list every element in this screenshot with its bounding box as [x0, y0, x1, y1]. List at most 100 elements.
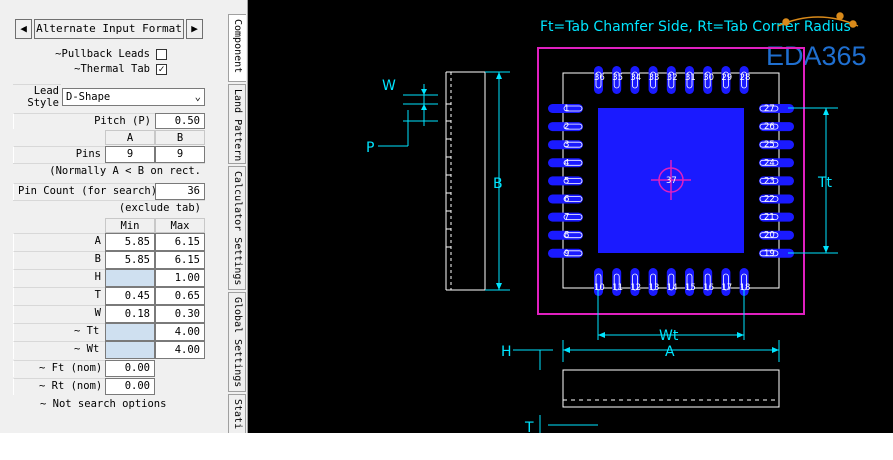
lead-outline [704, 273, 711, 291]
pin-number-label: 8 [564, 231, 569, 241]
pin-count-label: Pin Count (for search) [13, 183, 155, 200]
dim-max-input[interactable]: 1.00 [155, 269, 205, 287]
pin-number-label: 4 [564, 158, 569, 168]
pin-number-label: 27 [764, 104, 775, 114]
dim-max-input[interactable]: 6.15 [155, 233, 205, 251]
ft-label: ~ Ft (nom) [13, 360, 105, 377]
dim-min-input[interactable]: 5.85 [105, 233, 155, 251]
lead-outline [563, 214, 583, 221]
courtyard-outline [537, 47, 805, 315]
lead-outline [563, 196, 583, 202]
lead-outline [563, 177, 583, 184]
dim-min-input[interactable] [105, 341, 155, 359]
lead-outline [759, 159, 779, 166]
lead-outline [759, 105, 779, 112]
pin-number-label: 10 [594, 283, 605, 293]
dim-label-h: H [501, 344, 512, 360]
dim-label: A [13, 233, 105, 251]
dim-label: T [13, 287, 105, 305]
rect-note: (Normally A < B on rect. [13, 163, 205, 179]
lead-outline [722, 273, 729, 291]
pin-number-label: 14 [667, 283, 678, 293]
pitch-input[interactable]: 0.50 [155, 113, 205, 129]
dim-min-input[interactable]: 0.45 [105, 287, 155, 305]
pins-b-input[interactable]: 9 [155, 146, 205, 163]
pitch-label: Pitch (P) [13, 113, 155, 129]
dim-min-input[interactable]: 5.85 [105, 251, 155, 269]
tab-calculator-settings[interactable]: Calculator Settings [228, 166, 246, 290]
lead-outline [563, 159, 583, 166]
lead-outline [759, 196, 779, 202]
lead-outline [759, 214, 779, 221]
chamfer-note: Ft=Tab Chamfer Side, Rt=Tab Corner Radiu… [540, 19, 851, 35]
pins-a-input[interactable]: 9 [105, 146, 155, 163]
tab-component[interactable]: Component [228, 14, 246, 82]
lead-outline [668, 273, 675, 291]
pin-count-input[interactable]: 36 [155, 183, 205, 200]
dim-label: B [13, 251, 105, 269]
lead-outline [563, 105, 583, 112]
dim-min-input[interactable] [105, 323, 155, 341]
thermal-tab-label: ~Thermal Tab [74, 63, 150, 75]
side-view-lead-ticks [446, 103, 451, 248]
properties-panel: ◀ Alternate Input Format ▶ ~Pullback Lea… [0, 0, 229, 433]
thermal-pin-label: 37 [666, 176, 677, 186]
pin-number-label: 1 [564, 104, 569, 114]
chevron-down-icon: ⌄ [194, 91, 201, 103]
lead-outline [631, 71, 638, 89]
tab-land-pattern[interactable]: Land Pattern [228, 84, 246, 164]
crosshair-icon [651, 160, 691, 200]
lead-outline [613, 71, 620, 89]
min-header: Min [105, 218, 155, 233]
dim-max-input[interactable]: 0.65 [155, 287, 205, 305]
dimension-arrows [421, 72, 829, 353]
dim-min-input[interactable]: 0.18 [105, 305, 155, 323]
rt-input[interactable]: 0.00 [105, 378, 155, 395]
tab-stati[interactable]: Stati [228, 394, 246, 434]
pin-number-label: 23 [764, 176, 775, 186]
thermal-tab-checkbox[interactable]: ✓ [156, 64, 167, 75]
lead-outline [759, 250, 779, 257]
pin-number-label: 5 [564, 176, 569, 186]
dim-label-p: P [366, 140, 374, 156]
exclude-tab-note: (exclude tab) [13, 200, 205, 216]
ft-input[interactable]: 0.00 [105, 360, 155, 377]
scroll-left-button[interactable]: ◀ [15, 19, 32, 39]
bottom-blank-area [0, 433, 893, 460]
dim-max-input[interactable]: 6.15 [155, 251, 205, 269]
pin-number-label: 3 [564, 140, 569, 150]
pullback-leads-checkbox[interactable] [156, 49, 167, 60]
pin-number-label: 35 [612, 73, 623, 83]
not-search-note: ~ Not search options [40, 398, 167, 410]
max-header: Max [155, 218, 205, 233]
lead-outline [704, 71, 711, 89]
lead-outline [759, 232, 779, 239]
alternate-input-format-button[interactable]: Alternate Input Format [34, 19, 184, 39]
scroll-right-button[interactable]: ▶ [186, 19, 203, 39]
cad-viewport[interactable]: Ft=Tab Chamfer Side, Rt=Tab Corner Radiu… [248, 0, 893, 433]
rt-label: ~ Rt (nom) [13, 378, 105, 395]
lead-outline [650, 71, 657, 89]
eda365-watermark: EDA365 [766, 41, 867, 71]
dim-min-input[interactable] [105, 269, 155, 287]
lead-outline [613, 273, 620, 291]
dim-max-input[interactable]: 4.00 [155, 341, 205, 359]
lead-style-select[interactable]: D-Shape ⌄ [62, 88, 205, 106]
dim-max-input[interactable]: 4.00 [155, 323, 205, 341]
pin-number-label: 22 [764, 195, 775, 205]
dim-max-input[interactable]: 0.30 [155, 305, 205, 323]
lead-outline [722, 71, 729, 89]
lead-outline [759, 123, 779, 130]
footprint-drawing: Ft=Tab Chamfer Side, Rt=Tab Corner Radiu… [366, 12, 867, 433]
tab-global-settings[interactable]: Global Settings [228, 292, 246, 392]
pin-number-label: 7 [564, 213, 569, 223]
column-a-header: A [105, 130, 155, 145]
vertical-tab-strip: Component Land Pattern Calculator Settin… [228, 0, 248, 434]
dim-label: ~ Wt [13, 341, 105, 359]
dim-label: H [13, 269, 105, 287]
lead-outline [563, 250, 583, 257]
dim-label: W [13, 305, 105, 323]
pin-number-label: 12 [630, 283, 641, 293]
pin-number-label: 16 [703, 283, 714, 293]
lead-outline [650, 273, 657, 291]
